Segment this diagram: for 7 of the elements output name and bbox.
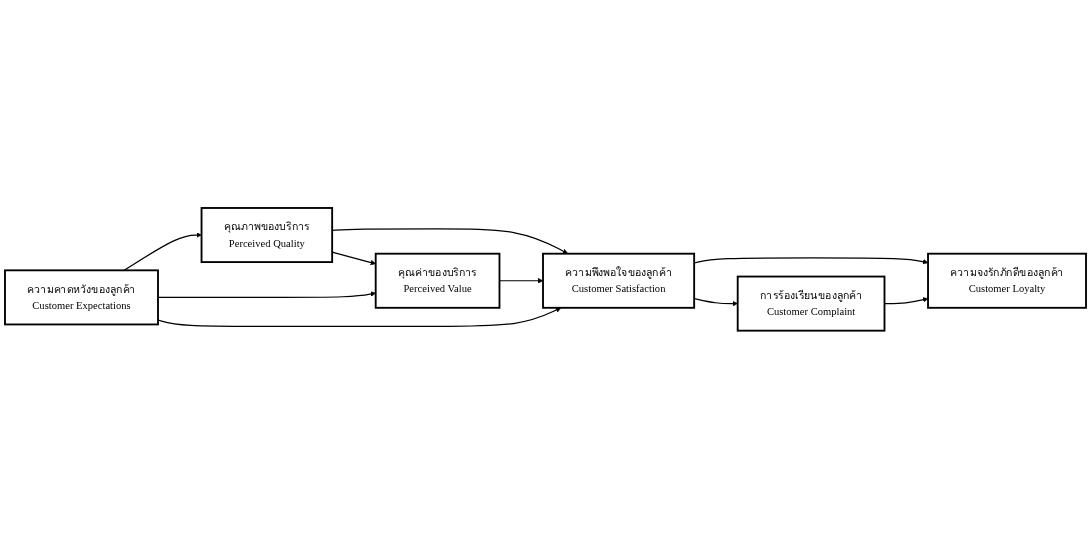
node-box: ความคาดหวังของลูกค้า Customer Expectations [4, 269, 159, 326]
arrow [123, 232, 202, 272]
node-box: คุณภาพของบริการ Perceived Quality [200, 207, 334, 264]
node-box: ความพึงพอใจของลูกค้า Customer Satisfaction [542, 252, 696, 309]
node-box: ความจงรักภักดีของลูกค้า Customer Loyalty [927, 252, 1087, 309]
node-box: คุณค่าของบริการ Perceived Value [374, 252, 501, 309]
node-box: การร้องเรียนของลูกค้า Customer Complaint [736, 275, 886, 332]
